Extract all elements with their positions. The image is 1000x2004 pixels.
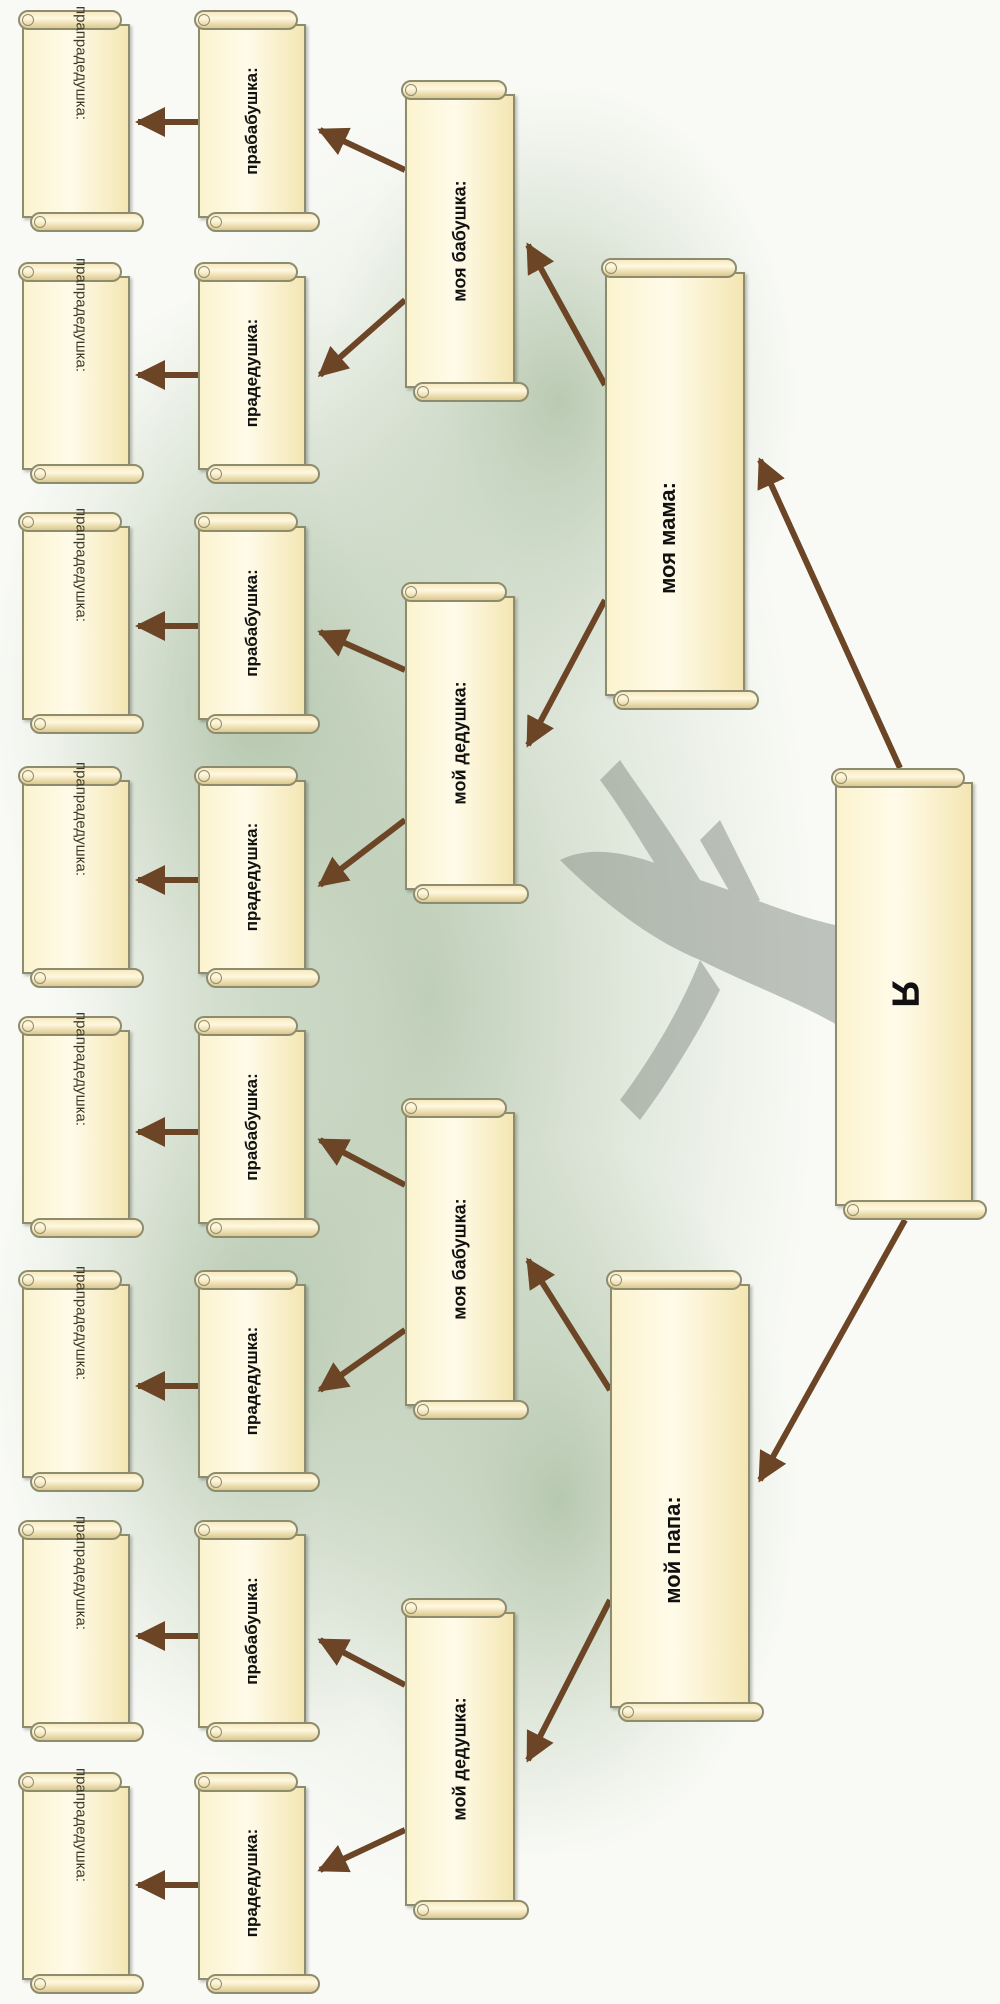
great-great-grandfather-scroll: прапрадедушка:: [18, 508, 144, 734]
great-grandparent-label: прадедушка:: [242, 822, 261, 932]
grandparent-label: моя бабушка:: [449, 1198, 470, 1320]
grandparent-label: мой дедушка:: [449, 681, 470, 805]
great-great-grandfather-label: прапрадедушка:: [72, 1768, 90, 1883]
great-great-grandfather-scroll: прапрадедушка:: [18, 762, 144, 988]
tree-trunk: [560, 760, 860, 1120]
connector-arrow: [525, 1257, 613, 1392]
great-grandparent-label: прадедушка:: [242, 318, 261, 428]
great-great-grandfather-label: прапрадедушка:: [72, 1516, 90, 1631]
great-grandmother-scroll: прабабушка:: [194, 10, 320, 232]
great-grandparent-label: прабабушка:: [242, 569, 261, 677]
grandparent-label: моя бабушка:: [449, 180, 470, 302]
great-grandparent-label: прадедушка:: [242, 1828, 261, 1938]
great-great-grandfather-scroll: прапрадедушка:: [18, 1012, 144, 1238]
grandparent-label: мой дедушка:: [449, 1697, 470, 1821]
great-grandfather-scroll: прадедушка:: [194, 1270, 320, 1492]
great-grandfather-scroll: прадедушка:: [194, 766, 320, 988]
connector-arrow: [525, 242, 608, 387]
maternal-grandmother-scroll: моя бабушка:: [401, 80, 529, 402]
connector-arrow: [757, 1218, 908, 1483]
connector-arrow: [317, 127, 407, 173]
great-great-grandfather-label: прапрадедушка:: [72, 1266, 90, 1381]
great-grandparent-label: прабабушка:: [242, 1577, 261, 1685]
great-great-grandfather-label: прапрадедушка:: [72, 1012, 90, 1127]
great-grandmother-scroll: прабабушка:: [194, 512, 320, 734]
great-grandparent-label: прабабушка:: [242, 67, 261, 175]
great-great-grandfather-scroll: прапрадедушка:: [18, 258, 144, 484]
great-great-grandfather-label: прапрадедушка:: [72, 258, 90, 373]
connector-arrow: [525, 1598, 613, 1763]
paternal-grandfather-scroll: мой дедушка:: [401, 1598, 529, 1920]
connector-arrow: [317, 1327, 407, 1393]
father-label: мой папа:: [660, 1496, 685, 1604]
great-great-grandfather-scroll: прапрадедушка:: [18, 1768, 144, 1994]
self-label: Я: [883, 980, 926, 1008]
great-grandfather-scroll: прадедушка:: [194, 262, 320, 484]
connector-arrow: [317, 1137, 407, 1188]
maternal-grandfather-scroll: мой дедушка:: [401, 582, 529, 904]
connector-arrow: [757, 457, 903, 770]
great-grandparent-label: прабабушка:: [242, 1073, 261, 1181]
father-scroll: мой папа:: [606, 1270, 764, 1722]
great-grandmother-scroll: прабабушка:: [194, 1520, 320, 1742]
great-great-grandfather-scroll: прапрадедушка:: [18, 1516, 144, 1742]
connector-arrow: [317, 817, 407, 888]
great-grandmother-scroll: прабабушка:: [194, 1016, 320, 1238]
great-great-grandfather-label: прапрадедушка:: [72, 508, 90, 623]
paternal-grandmother-scroll: моя бабушка:: [401, 1098, 529, 1420]
great-grandparent-label: прадедушка:: [242, 1326, 261, 1436]
connector-arrow: [317, 1637, 407, 1688]
great-great-grandfather-label: прапрадедушка:: [72, 6, 90, 121]
great-great-grandfather-scroll: прапрадедушка:: [18, 1266, 144, 1492]
self-scroll: Я: [831, 768, 987, 1220]
mother-label: моя мама:: [655, 482, 680, 595]
connector-arrow: [525, 598, 608, 748]
great-great-grandfather-label: прапрадедушка:: [72, 762, 90, 877]
great-great-grandfather-scroll: прапрадедушка:: [18, 6, 144, 232]
connector-arrow: [317, 297, 407, 378]
connector-arrow: [317, 1827, 407, 1873]
connector-arrow: [317, 629, 407, 673]
mother-scroll: моя мама:: [601, 258, 759, 710]
great-grandfather-scroll: прадедушка:: [194, 1772, 320, 1994]
